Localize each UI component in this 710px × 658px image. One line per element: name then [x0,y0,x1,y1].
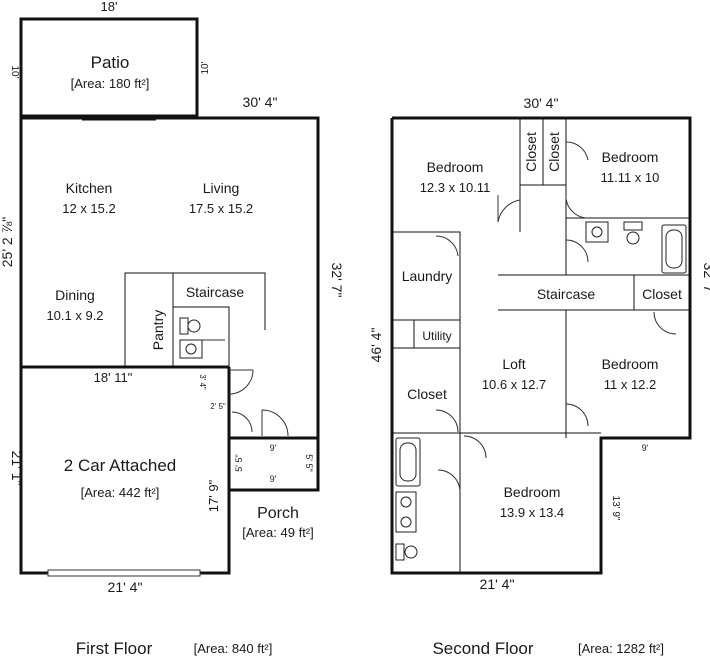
door-swing [565,239,589,263]
door-swing [565,403,589,427]
patio-right-dim: 10' [200,61,211,74]
second-step-dim: 9' [642,443,649,453]
patio-area: [Area: 180 ft²] [71,76,150,91]
house-right-dim: 32' 7" [329,263,345,298]
door-swing [231,411,253,433]
small-dim-a: 3' 4" [198,374,207,390]
garage-door [47,569,201,577]
kitchen-label: Kitchen [66,180,113,196]
door-swing [435,409,459,433]
garage-right-dim: 17' 9" [206,479,221,512]
toilet [626,231,640,245]
garage-left-dim: 21' 1" [9,451,25,486]
patio-label: Patio [91,53,130,72]
door-swing [261,409,289,437]
closet-label-3: Closet [642,286,682,302]
closet-label-1: Closet [523,132,539,172]
pantry-label: Pantry [150,310,166,350]
bedroom3-size: 11 x 12.2 [604,377,657,392]
bedroom1-label: Bedroom [427,159,484,175]
staircase-label: Staircase [537,286,596,302]
toilet-tank [179,317,189,335]
porch-left-dim: 5' 5" [234,454,244,471]
toilet-tank [623,221,643,231]
house-top-dim: 30' 4" [243,94,278,110]
house-left-dim: 25' 2 ⅞" [0,217,15,267]
bedroom4-label: Bedroom [504,484,561,500]
toilet [404,545,418,559]
porch-area: [Area: 49 ft²] [242,525,314,540]
second-floor-plan [390,116,692,575]
staircase-wall [124,272,266,367]
second-left-dim: 46' 4" [368,328,384,363]
porch-top-dim: 9' [270,443,277,453]
house-wall-top-right [21,116,320,438]
second-floor-title: Second Floor [432,639,533,658]
garage-top-dim: 18' 11" [94,370,133,385]
living-size: 17.5 x 15.2 [189,201,253,216]
second-floor-area: [Area: 1282 ft²] [578,641,664,656]
closet-label-2: Closet [546,132,562,172]
kitchen-size: 12 x 15.2 [62,201,116,216]
door-swing [497,195,521,223]
bedroom1-wall [392,231,461,433]
dining-size: 10.1 x 9.2 [46,308,103,323]
porch-right-dim: 5' 5" [304,454,314,471]
bedroom4-size: 13.9 x 13.4 [500,505,564,520]
staircase-label: Staircase [186,284,245,300]
second-bottom-dim: 21' 4" [480,576,515,592]
second-right-dim: 32' 7" [701,263,710,298]
door-swing [228,369,254,395]
closet-label-4: Closet [407,386,447,402]
toilet [187,319,201,333]
small-dim-b: 2' 5" [210,402,226,411]
toilet-tank [395,543,405,561]
half-bath-wall [173,306,230,367]
bedroom2-label: Bedroom [602,149,659,165]
first-floor-plan [19,17,320,577]
first-floor-title: First Floor [76,639,153,658]
second-floor-outline [390,116,692,575]
bedroom3-label: Bedroom [602,356,659,372]
door-swing [437,469,461,493]
loft-size: 10.6 x 12.7 [482,377,546,392]
patio-left-dim: 10' [9,65,20,78]
loft-label: Loft [502,356,525,372]
patio-width-dim: 18' [101,0,118,14]
door-swing [653,311,677,335]
door-swing [565,194,589,219]
bedroom2-size: 11.11 x 10 [601,170,660,185]
second-top-dim: 30' 4" [524,95,559,111]
door-swing [435,235,459,257]
dining-label: Dining [55,287,95,303]
door-swing [463,435,487,459]
first-floor-area: [Area: 840 ft²] [194,641,273,656]
garage-bottom-dim: 21' 4" [108,579,143,595]
second-lower-right-dim: 13' 9" [610,496,621,521]
porch-bottom-dim: 9' [270,474,277,484]
garage-area: [Area: 442 ft²] [81,485,160,500]
garage-label: 2 Car Attached [64,456,176,475]
utility-label: Utility [422,329,451,343]
door-swing [565,141,589,161]
living-label: Living [203,180,240,196]
bedroom1-size: 12.3 x 10.11 [420,180,491,195]
porch-label: Porch [257,505,299,522]
laundry-label: Laundry [402,268,453,284]
